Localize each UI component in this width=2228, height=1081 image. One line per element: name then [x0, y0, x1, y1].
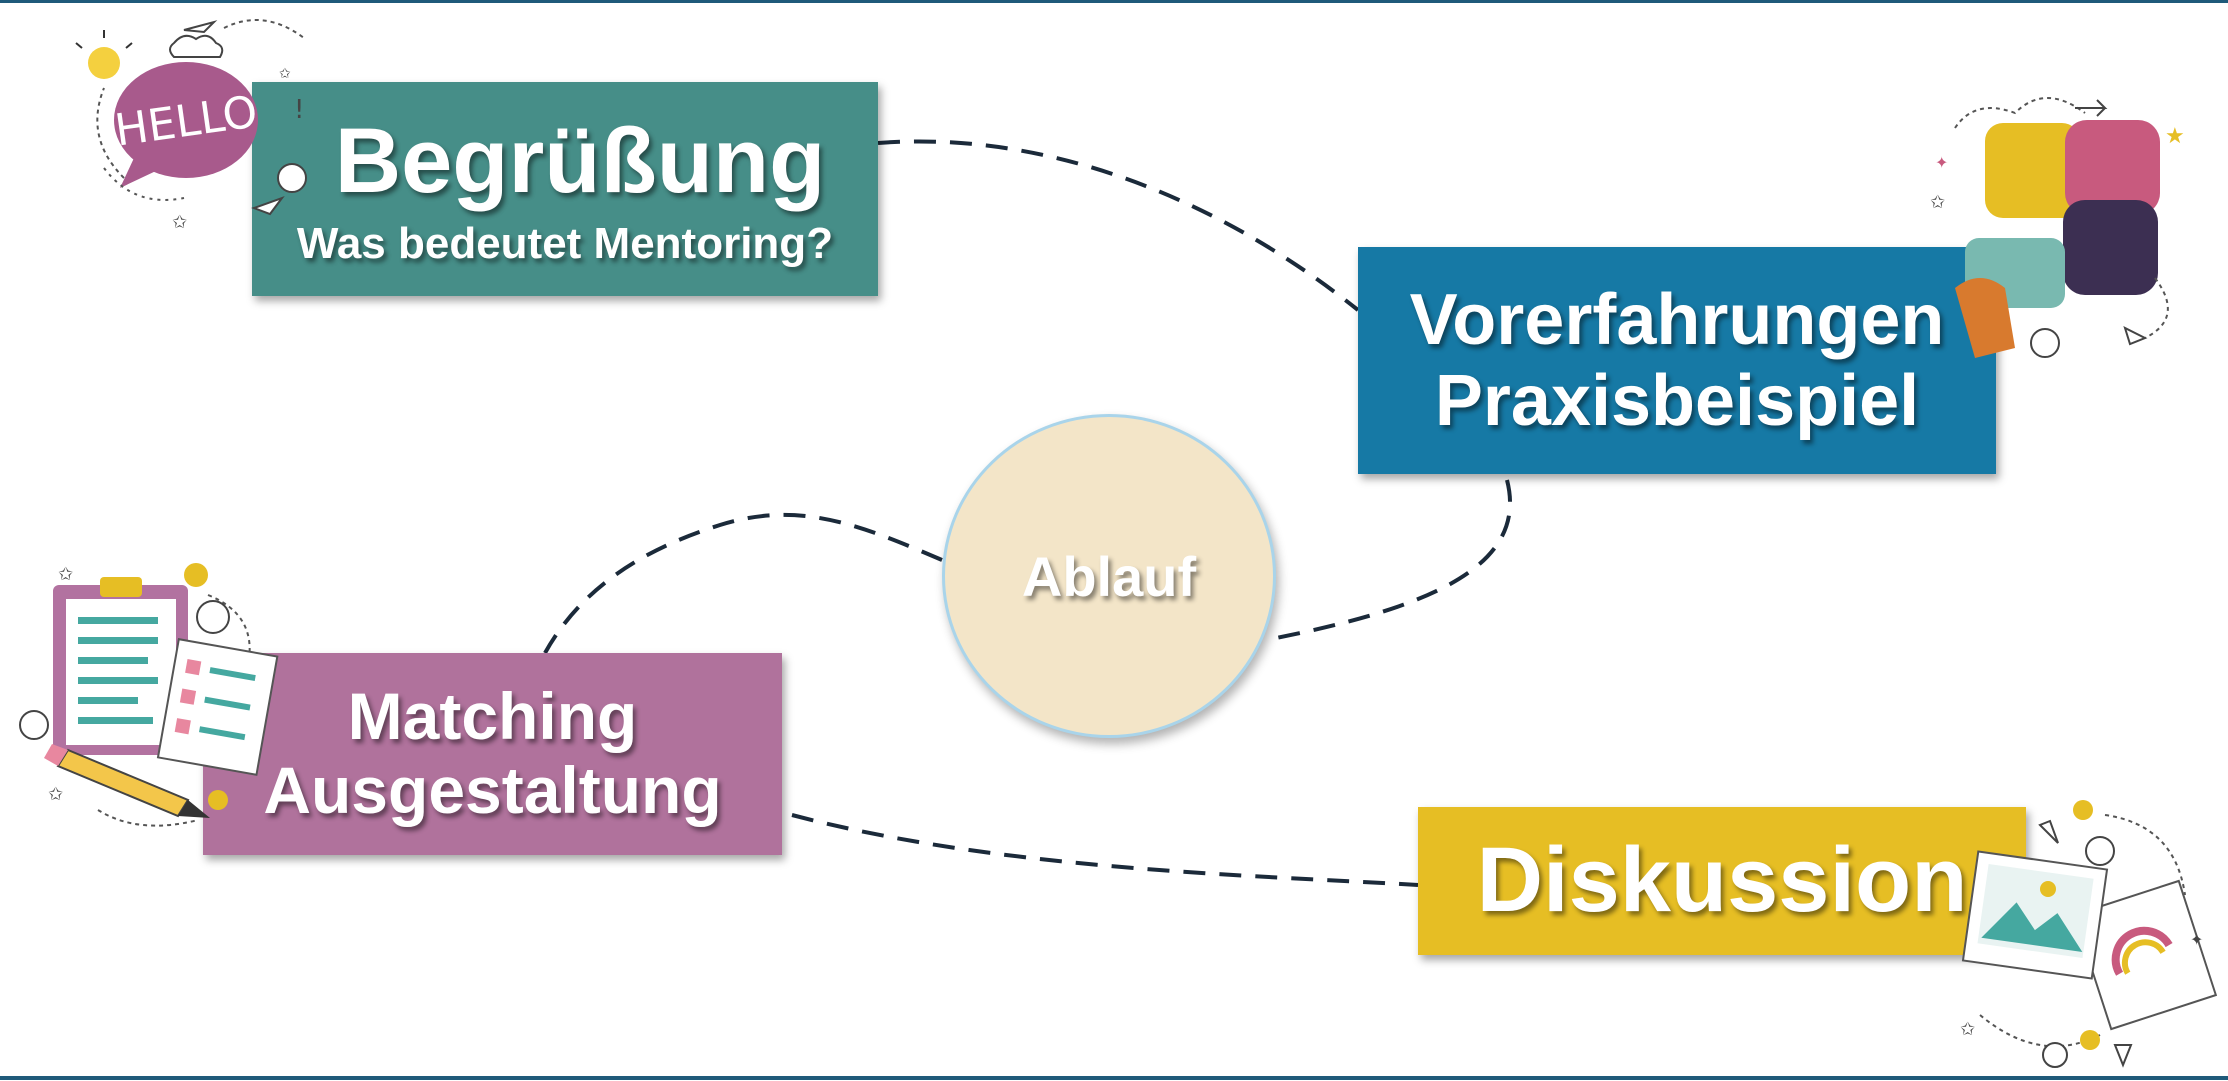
matching-line1: Matching	[347, 679, 638, 754]
svg-text:✩: ✩	[1960, 1019, 1975, 1040]
svg-text:✩: ✩	[48, 784, 63, 805]
vorerfahrungen-line1: Vorerfahrungen	[1409, 279, 1945, 360]
connector-begruessung-vorerfahrungen	[877, 139, 1360, 312]
svg-text:✦: ✦	[2190, 930, 2203, 949]
begruessung-subtitle: Was bedeutet Mentoring?	[296, 218, 834, 268]
photos-icon: ✩ ✦	[1960, 800, 2218, 1068]
box-diskussion: Diskussion	[1418, 807, 2026, 955]
svg-text:!: !	[294, 95, 304, 125]
diskussion-title: Diskussion	[1476, 829, 1968, 932]
box-matching: Matching Ausgestaltung	[203, 653, 782, 855]
connector-vorerfahrungen-ablauf	[1265, 479, 1512, 642]
puzzle-pieces-icon: ★ ✩ ✦	[1930, 97, 2185, 358]
box-begruessung: Begrüßung Was bedeutet Mentoring?	[252, 82, 878, 296]
center-circle: Ablauf	[942, 414, 1276, 738]
begruessung-title: Begrüßung	[334, 109, 826, 212]
svg-text:✩: ✩	[279, 66, 291, 82]
svg-text:✩: ✩	[1930, 192, 1945, 213]
connector-matching-diskussion	[791, 813, 1419, 887]
center-label: Ablauf	[1021, 544, 1197, 608]
hello-speech-bubble-icon: ✩ ! HELLO ✩	[75, 19, 307, 233]
box-vorerfahrungen: Vorerfahrungen Praxisbeispiel	[1358, 247, 1996, 474]
vorerfahrungen-line2: Praxisbeispiel	[1434, 360, 1920, 441]
svg-text:✦: ✦	[1935, 153, 1948, 172]
top-rule	[0, 0, 2228, 3]
clipboard-checklist-icon: ✩ ✩	[19, 563, 279, 827]
connector-ablauf-matching	[543, 512, 943, 654]
svg-text:✩: ✩	[172, 212, 187, 233]
svg-text:★: ★	[2165, 124, 2185, 149]
bottom-rule	[0, 1076, 2228, 1080]
matching-line2: Ausgestaltung	[263, 753, 722, 827]
svg-text:✩: ✩	[58, 564, 73, 585]
